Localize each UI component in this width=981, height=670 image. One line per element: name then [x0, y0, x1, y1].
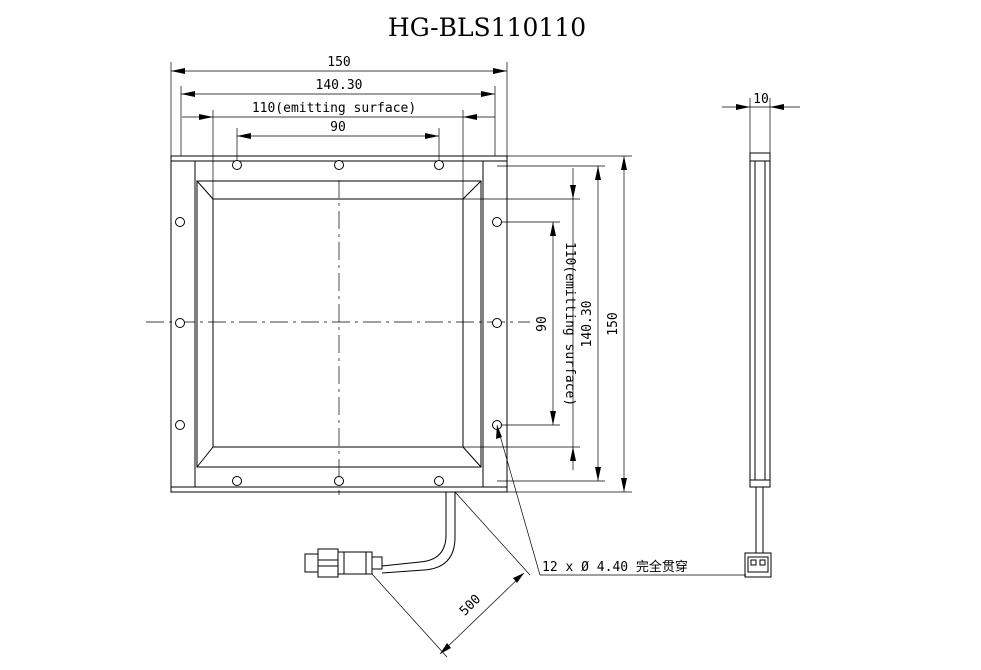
right-dimensions: 150 140.30 110(emitting surface) 90	[463, 155, 632, 493]
front-view	[146, 155, 530, 495]
cable-length-dimension: 500	[371, 491, 531, 658]
left-strip	[170, 160, 196, 488]
dim-thickness: 10	[753, 92, 769, 107]
mounting-hole	[175, 420, 185, 430]
mounting-hole	[334, 476, 344, 486]
cable-connector	[337, 551, 373, 575]
mounting-hole	[492, 318, 502, 328]
emitting-surface	[212, 198, 464, 448]
cable	[381, 500, 447, 567]
mounting-hole	[175, 217, 185, 227]
dim-hole-pitch-side: 90	[535, 316, 550, 332]
dim-emitting-width: 110(emitting surface)	[252, 101, 416, 116]
mounting-hole	[492, 217, 502, 227]
side-profile	[749, 152, 771, 488]
dim-frame-height: 140.30	[580, 301, 595, 348]
side-connector	[744, 552, 772, 578]
dim-overall-height: 150	[606, 312, 621, 335]
dim-overall-width: 150	[327, 55, 350, 70]
mounting-hole	[175, 318, 185, 328]
cable-assembly	[304, 492, 456, 578]
mounting-hole	[434, 476, 444, 486]
mounting-hole	[434, 160, 444, 170]
model-title: HG-BLS110110	[388, 13, 586, 42]
mounting-hole	[334, 160, 344, 170]
mounting-hole	[232, 476, 242, 486]
right-strip	[482, 160, 508, 488]
hole-note: 12 x Ø 4.40 完全贯穿	[542, 559, 688, 575]
dim-frame-width: 140.30	[316, 78, 363, 93]
side-view: 10	[722, 92, 800, 578]
dim-hole-pitch-top: 90	[330, 120, 346, 135]
hole-callout: 12 x Ø 4.40 完全贯穿	[496, 424, 746, 576]
dim-emitting-height: 110(emitting surface)	[562, 242, 577, 406]
top-dimensions: 150 140.30 110(emitting surface) 90	[170, 55, 508, 199]
mounting-hole	[232, 160, 242, 170]
